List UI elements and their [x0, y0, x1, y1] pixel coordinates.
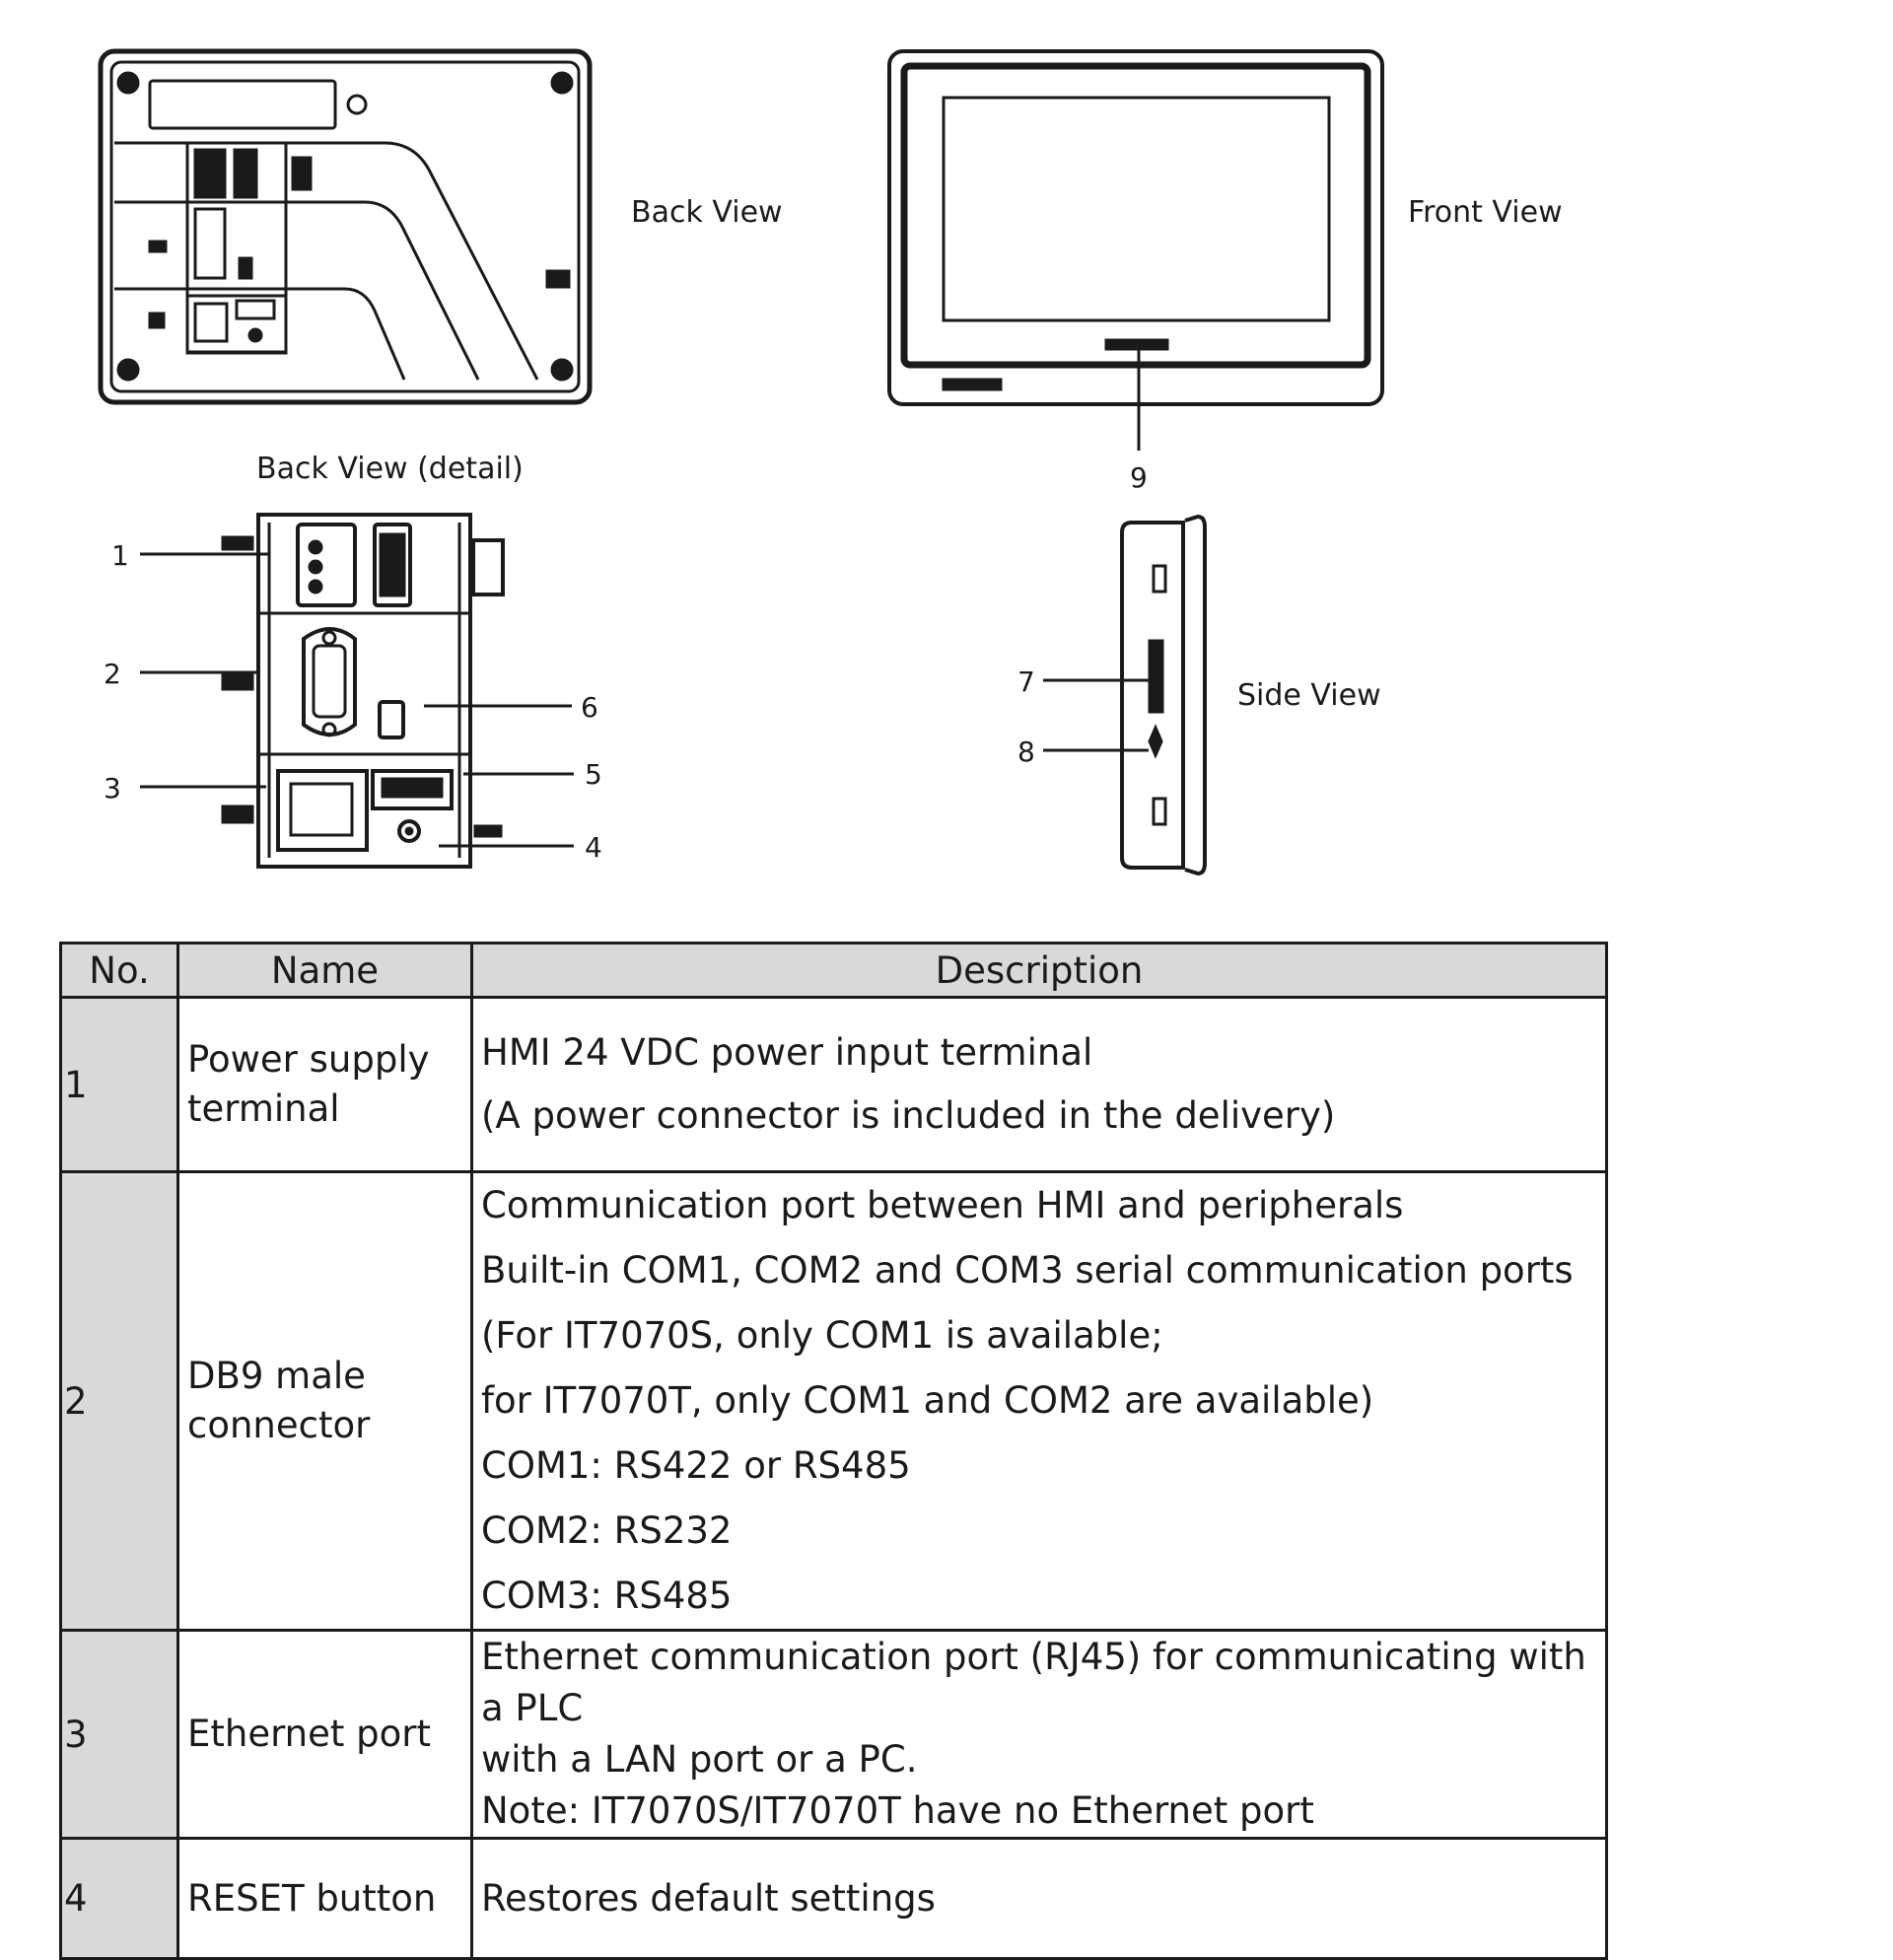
side-view-label: Side View [1237, 678, 1381, 713]
name-line: Ethernet port [187, 1713, 431, 1755]
header-name: Name [176, 942, 473, 999]
name-line: terminal [187, 1087, 340, 1130]
header-description: Description [470, 942, 1608, 999]
row-description: Ethernet communication port (RJ45) for c… [470, 1629, 1608, 1840]
description-line: Note: IT7070S/IT7070T have no Ethernet p… [481, 1789, 1314, 1832]
row-number: 2 [59, 1170, 179, 1632]
front-view-label: Front View [1408, 195, 1563, 230]
callout-8: 8 [1017, 735, 1035, 768]
row-name: Ethernet port [176, 1629, 473, 1840]
description-line: (For IT7070S, only COM1 is available; [481, 1314, 1163, 1357]
description-line: Ethernet communication port (RJ45) for c… [481, 1636, 1586, 1729]
table-row: 3 Ethernet port Ethernet communication p… [59, 1629, 1608, 1840]
description-line: (A power connector is included in the de… [481, 1094, 1336, 1137]
callout-2: 2 [104, 658, 121, 690]
description-line: COM2: RS232 [481, 1509, 733, 1552]
description-line: for IT7070T, only COM1 and COM2 are avai… [481, 1379, 1374, 1422]
specification-table: No. Name Description 1 Power supply term… [59, 942, 1608, 1960]
hmi-diagram: Back View Front View Back View (detail) … [98, 48, 1563, 876]
table-row: 4 RESET button Restores default settings [59, 1837, 1608, 1960]
callout-9: 9 [1130, 461, 1148, 494]
callout-3: 3 [104, 772, 121, 805]
row-description: Restores default settings [470, 1837, 1608, 1960]
description-line: COM3: RS485 [481, 1575, 733, 1617]
description-line: Restores default settings [481, 1876, 936, 1920]
row-description: Communication port between HMI and perip… [470, 1170, 1608, 1632]
description-line: COM1: RS422 or RS485 [481, 1444, 911, 1487]
name-line: connector [187, 1404, 371, 1446]
back-view-label: Back View [631, 195, 783, 230]
callout-1: 1 [111, 539, 129, 572]
row-name: DB9 male connector [176, 1170, 473, 1632]
description-line: HMI 24 VDC power input terminal [481, 1031, 1093, 1074]
description-line: with a LAN port or a PC. [481, 1738, 918, 1781]
side-view-drawing [1043, 514, 1207, 876]
description-line: Communication port between HMI and perip… [481, 1184, 1404, 1226]
row-name: RESET button [176, 1837, 473, 1960]
table-row: 1 Power supply terminal HMI 24 VDC power… [59, 996, 1608, 1173]
row-number: 3 [59, 1629, 179, 1840]
callout-7: 7 [1017, 665, 1035, 698]
row-name: Power supply terminal [176, 996, 473, 1173]
row-description: HMI 24 VDC power input terminal (A power… [470, 996, 1608, 1173]
name-line: Power supply [187, 1038, 430, 1081]
name-line: RESET button [187, 1876, 437, 1920]
table-header-row: No. Name Description [59, 942, 1608, 999]
callout-6: 6 [581, 691, 598, 724]
name-line: DB9 male [187, 1355, 366, 1397]
row-number: 1 [59, 996, 179, 1173]
back-view-detail-label: Back View (detail) [256, 452, 524, 486]
header-no: No. [59, 942, 179, 999]
callout-5: 5 [585, 758, 602, 791]
callout-4: 4 [585, 831, 602, 864]
back-view-detail-drawing [140, 513, 574, 869]
front-view-drawing [887, 49, 1384, 451]
row-number: 4 [59, 1837, 179, 1960]
table-row: 2 DB9 male connector Communication port … [59, 1170, 1608, 1632]
description-line: Built-in COM1, COM2 and COM3 serial comm… [481, 1249, 1574, 1292]
back-view-drawing [98, 48, 593, 405]
